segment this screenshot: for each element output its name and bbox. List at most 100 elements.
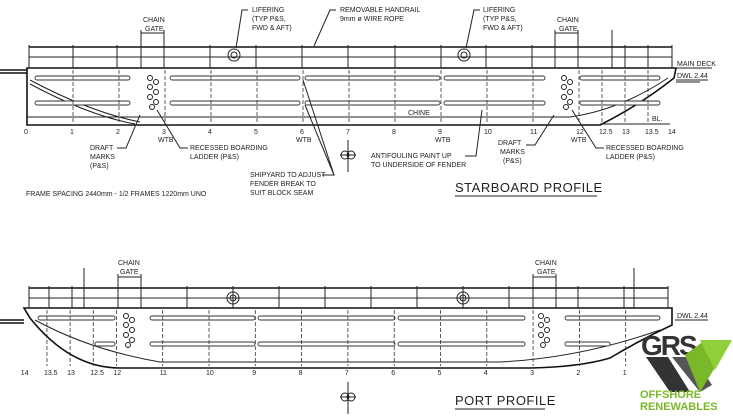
frame-number: 9 [438, 129, 442, 136]
shipyard-note: SUIT BLOCK SEAM [250, 190, 313, 197]
frame-number: 6 [391, 370, 395, 377]
ladder-rung [125, 342, 131, 348]
fender [149, 315, 256, 321]
frame-number: 4 [484, 370, 488, 377]
lifering-label: LIFERING [483, 7, 515, 14]
shipyard-note: FENDER BREAK TO [250, 181, 316, 188]
boarding-ladder-label: LADDER (P&S) [606, 154, 655, 161]
ladder-rung [538, 332, 544, 338]
ladder-rung [567, 79, 573, 85]
ladder-rung [544, 317, 550, 323]
boarding-ladder-label: LADDER (P&S) [190, 154, 239, 161]
ladder-rung [153, 89, 159, 95]
wtb-label: WTB [158, 137, 174, 144]
ladder-rung [147, 75, 153, 81]
chain-gate-label: GATE [559, 26, 578, 33]
ladder-rung [544, 337, 550, 343]
lifering-icon [460, 51, 468, 59]
frame-number: 1 [70, 129, 74, 136]
fender [304, 100, 441, 106]
frame-number: 0 [24, 129, 28, 136]
ladder-rung [153, 79, 159, 85]
frame-number: 14 [668, 129, 676, 136]
chain-gate-label: CHAIN [535, 260, 557, 267]
fender [37, 315, 116, 321]
frame-number: 7 [346, 129, 350, 136]
fender [257, 315, 396, 321]
wtb-label: WTB [296, 137, 312, 144]
frame-number: 13 [67, 370, 75, 377]
main-deck-label: MAIN DECK [677, 61, 716, 68]
fender [34, 75, 131, 81]
frame-number: 14 [21, 370, 29, 377]
ladder-rung [567, 89, 573, 95]
frame-number: 11 [160, 370, 167, 377]
handrail-label: REMOVABLE HANDRAIL [340, 7, 420, 14]
logo-line2: RENEWABLES [640, 401, 718, 413]
fender [257, 341, 396, 347]
frame-number: 13.5 [44, 370, 58, 377]
frame-number: 9 [252, 370, 256, 377]
fender [169, 75, 301, 81]
ladder-rung [123, 332, 129, 338]
fender [94, 341, 116, 347]
frame-number: 12.5 [90, 370, 104, 377]
lifering-icon [457, 48, 471, 62]
lifering-icon [229, 294, 237, 302]
chain-gate-fwd: CHAIN GATE [554, 17, 579, 47]
ladder-rung [147, 94, 153, 100]
frame-number: 12 [113, 370, 121, 377]
antifouling-note: ANTIFOULING PAINT UP [371, 153, 452, 160]
ladder-rung [538, 313, 544, 319]
antifouling-note: TO UNDERSIDE OF FENDER [371, 162, 466, 169]
port-profile-title: PORT PROFILE [455, 393, 556, 408]
chine-label: CHINE [408, 110, 430, 117]
midship-symbol-icon [340, 140, 356, 172]
fender [564, 341, 611, 347]
draft-marks-label: MARKS [500, 149, 525, 156]
frame-number: 5 [438, 370, 442, 377]
wtb-label: WTB [435, 137, 451, 144]
midship-symbol-icon [340, 382, 356, 414]
chain-gate-label: GATE [145, 26, 164, 33]
fender [149, 341, 256, 347]
ladder-rung [563, 104, 569, 110]
frame-number: 6 [300, 129, 304, 136]
draft-marks-label: DRAFT [498, 140, 522, 147]
ladder-rung [129, 327, 135, 333]
shipyard-note: SHIPYARD TO ADJUST [250, 172, 326, 179]
fender [34, 100, 131, 106]
draft-marks-label: (P&S) [503, 158, 522, 165]
fender [397, 315, 526, 321]
fender [579, 75, 661, 81]
chain-gate-label: CHAIN [557, 17, 579, 24]
ladder-rung [153, 99, 159, 105]
frame-number: 2 [116, 129, 120, 136]
baseline-label: BL. [652, 116, 663, 123]
dwl-label: DWL 2.44 [677, 73, 708, 80]
lifering-icon [226, 291, 240, 305]
ladder-rung [540, 342, 546, 348]
ladder-rung [561, 84, 567, 90]
hull-outline [22, 307, 673, 369]
fender [564, 315, 661, 321]
ladder-rung [561, 94, 567, 100]
frame-number: 13 [622, 129, 630, 136]
ladder-rung [129, 317, 135, 323]
fender [304, 75, 441, 81]
chain-gate-aft: CHAIN GATE [117, 260, 142, 288]
lifering-icon [456, 291, 470, 305]
ladder-rung [538, 322, 544, 328]
ladder-rung [147, 84, 153, 90]
lifering-label: FWD & AFT) [252, 25, 292, 32]
fender [579, 100, 661, 106]
wtb-label: WTB [571, 137, 587, 144]
frame-number: 3 [162, 129, 166, 136]
ladder-rung [123, 313, 129, 319]
lifering-icon [459, 294, 467, 302]
lifering-icon [230, 51, 238, 59]
dwl-label: DWL 2.44 [677, 313, 708, 320]
